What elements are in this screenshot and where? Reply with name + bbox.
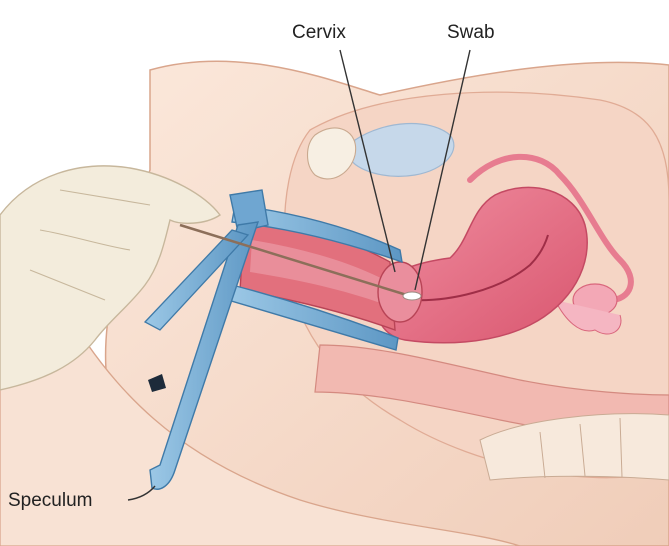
cervix-label: Cervix	[292, 22, 346, 43]
swab-tip	[403, 292, 421, 300]
speculum-label: Speculum	[8, 490, 93, 511]
swab-label: Swab	[447, 22, 495, 43]
